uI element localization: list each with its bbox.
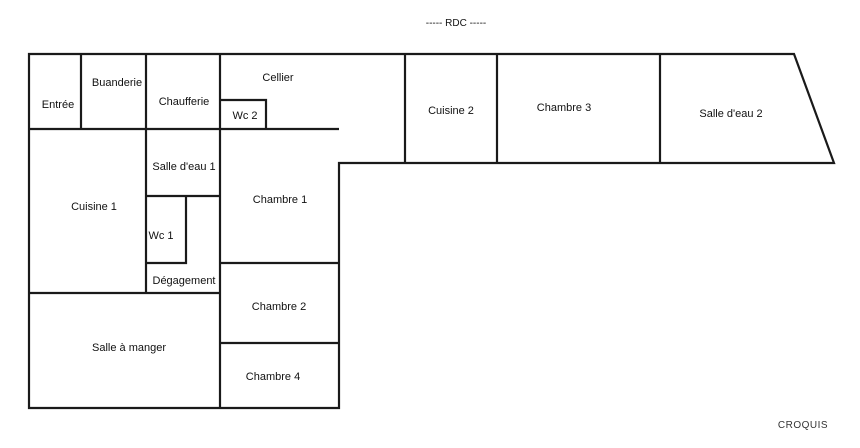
room-label-salle-eau-1: Salle d'eau 1 xyxy=(152,161,215,173)
room-label-chambre2: Chambre 2 xyxy=(252,301,306,313)
room-label-salle-eau-2: Salle d'eau 2 xyxy=(699,108,762,120)
room-label-wc2: Wc 2 xyxy=(232,110,257,122)
floor-title: ----- RDC ----- xyxy=(426,18,487,29)
room-label-degagement: Dégagement xyxy=(153,275,216,287)
room-label-cuisine1: Cuisine 1 xyxy=(71,201,117,213)
room-label-entree: Entrée xyxy=(42,99,74,111)
croquis-label: CROQUIS xyxy=(778,420,828,431)
room-label-chaufferie: Chaufferie xyxy=(159,96,210,108)
room-label-wc1: Wc 1 xyxy=(148,230,173,242)
wc1-wall xyxy=(146,196,188,265)
room-label-buanderie: Buanderie xyxy=(92,77,142,89)
room-label-chambre3: Chambre 3 xyxy=(537,102,591,114)
room-label-cuisine2: Cuisine 2 xyxy=(428,105,474,117)
wc2-wall xyxy=(220,98,268,129)
room-label-chambre1: Chambre 1 xyxy=(253,194,307,206)
room-label-salle-a-manger: Salle à manger xyxy=(92,342,166,354)
room-labels: Entrée Buanderie Chaufferie Cellier Wc 2… xyxy=(42,72,763,383)
room-label-cellier: Cellier xyxy=(262,72,294,84)
room-label-chambre4: Chambre 4 xyxy=(246,371,300,383)
walls xyxy=(27,52,836,410)
outer-wall xyxy=(27,52,836,410)
